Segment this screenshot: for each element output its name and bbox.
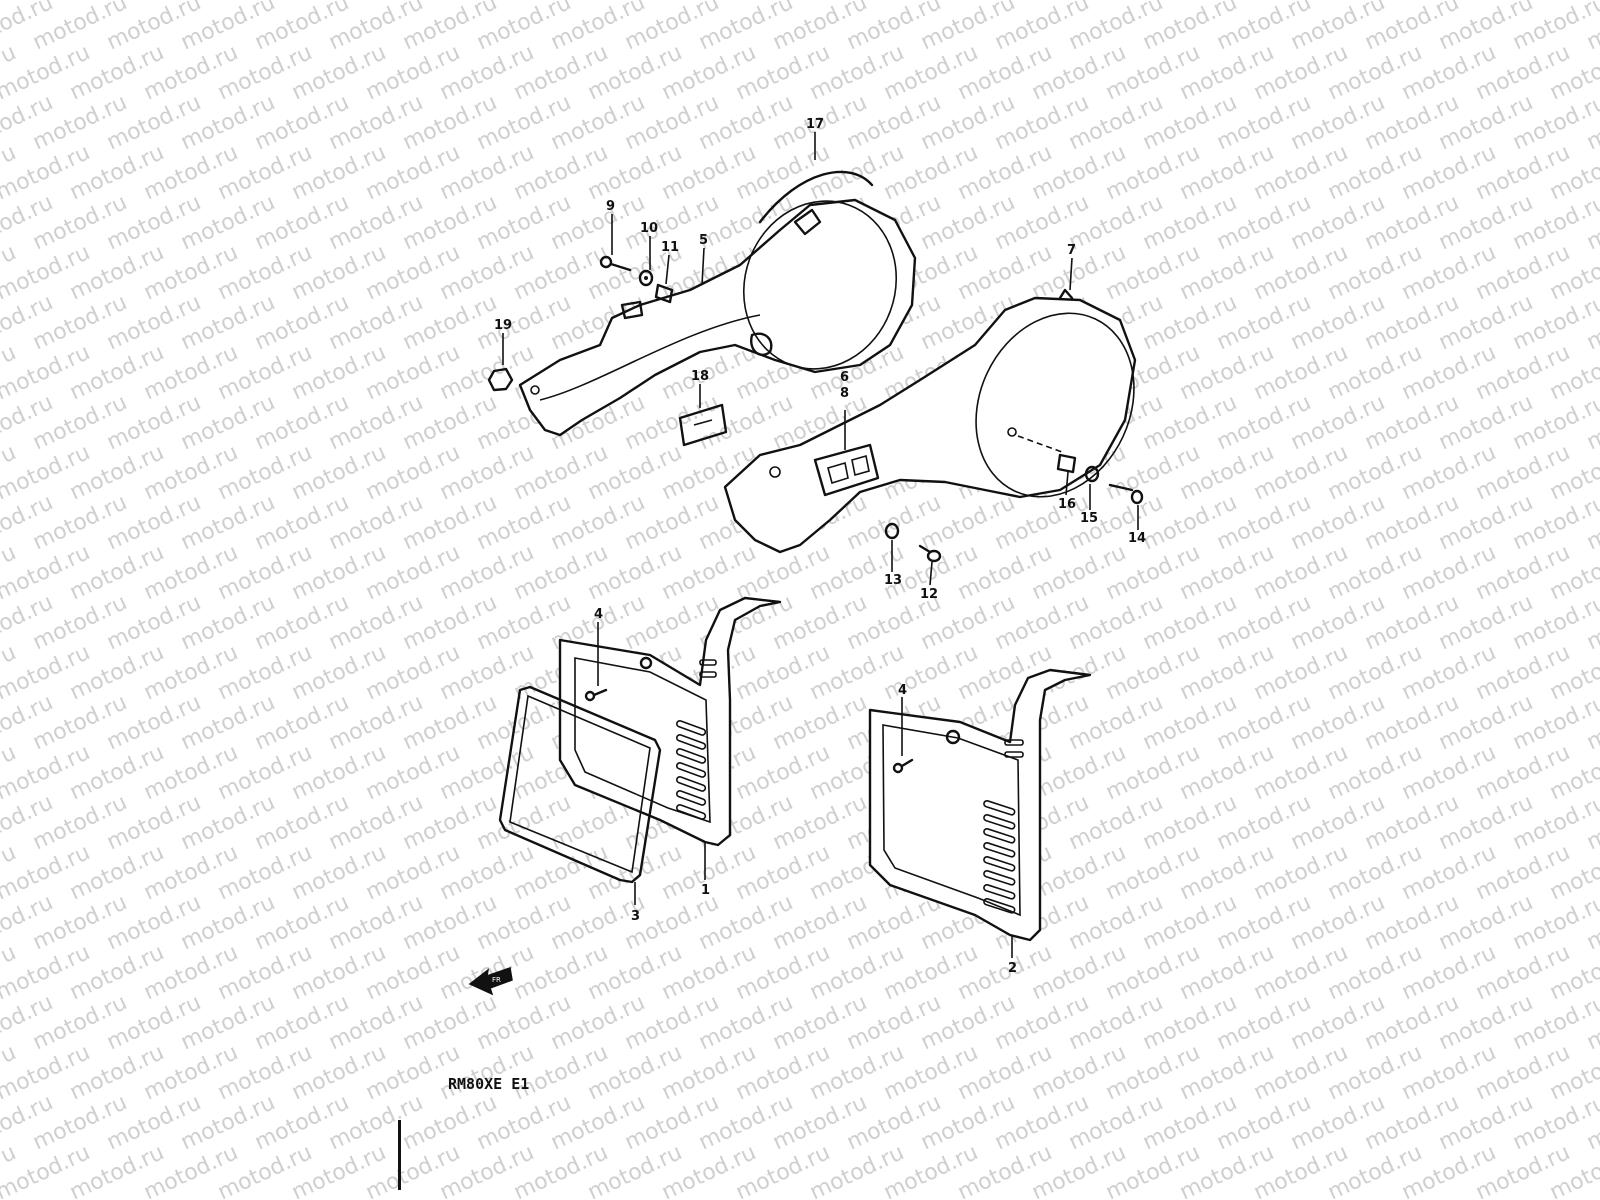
plate-18 [678, 403, 728, 447]
callout-2: 2 [1008, 961, 1017, 976]
number-plate-left [558, 596, 782, 847]
collar-11 [654, 283, 674, 304]
callout-15: 15 [1080, 511, 1098, 526]
bolt-14 [1108, 483, 1144, 505]
callout-13: 13 [884, 573, 902, 588]
callout-1: 1 [701, 883, 710, 898]
leader-lines [502, 132, 1139, 958]
svg-text:FR: FR [492, 976, 501, 984]
vent-slots-right [983, 799, 1016, 914]
callout-14: 14 [1128, 531, 1146, 546]
chain-case-lower [723, 288, 1137, 554]
callout-labels: 17 9 10 11 5 19 18 7 6 8 16 15 14 13 12 … [494, 117, 1146, 976]
callout-3: 3 [631, 909, 640, 924]
callout-10: 10 [640, 221, 658, 236]
chain-case-upper [518, 170, 917, 437]
model-label: RM80XE E1 [448, 1075, 529, 1093]
bolt-9 [599, 255, 632, 272]
callout-17: 17 [806, 117, 824, 132]
callout-6: 6 [840, 370, 849, 385]
callout-19: 19 [494, 318, 512, 333]
number-plate-frame [498, 685, 662, 884]
screw-12 [918, 544, 942, 563]
margin-rule [398, 1120, 401, 1190]
callout-9: 9 [606, 199, 615, 214]
callout-16: 16 [1058, 497, 1076, 512]
callout-7: 7 [1067, 243, 1076, 258]
callout-4-left: 4 [594, 607, 603, 622]
washer-10 [638, 269, 654, 287]
callout-11: 11 [661, 240, 679, 255]
slider-block [813, 443, 880, 497]
washer-15 [1084, 465, 1100, 483]
callout-4-right: 4 [898, 683, 907, 698]
callout-18: 18 [691, 369, 709, 384]
collar-16 [1056, 453, 1077, 474]
screw-4-right [892, 758, 914, 774]
front-direction-arrow-icon: FR [468, 966, 513, 996]
screw-4-left [584, 688, 608, 702]
callout-5: 5 [699, 233, 708, 248]
callout-8: 8 [840, 386, 849, 401]
callout-12: 12 [920, 587, 938, 602]
washer-13 [884, 522, 900, 540]
vent-slots-left [675, 720, 707, 820]
number-plate-right [868, 668, 1092, 942]
nut-19 [487, 367, 514, 392]
